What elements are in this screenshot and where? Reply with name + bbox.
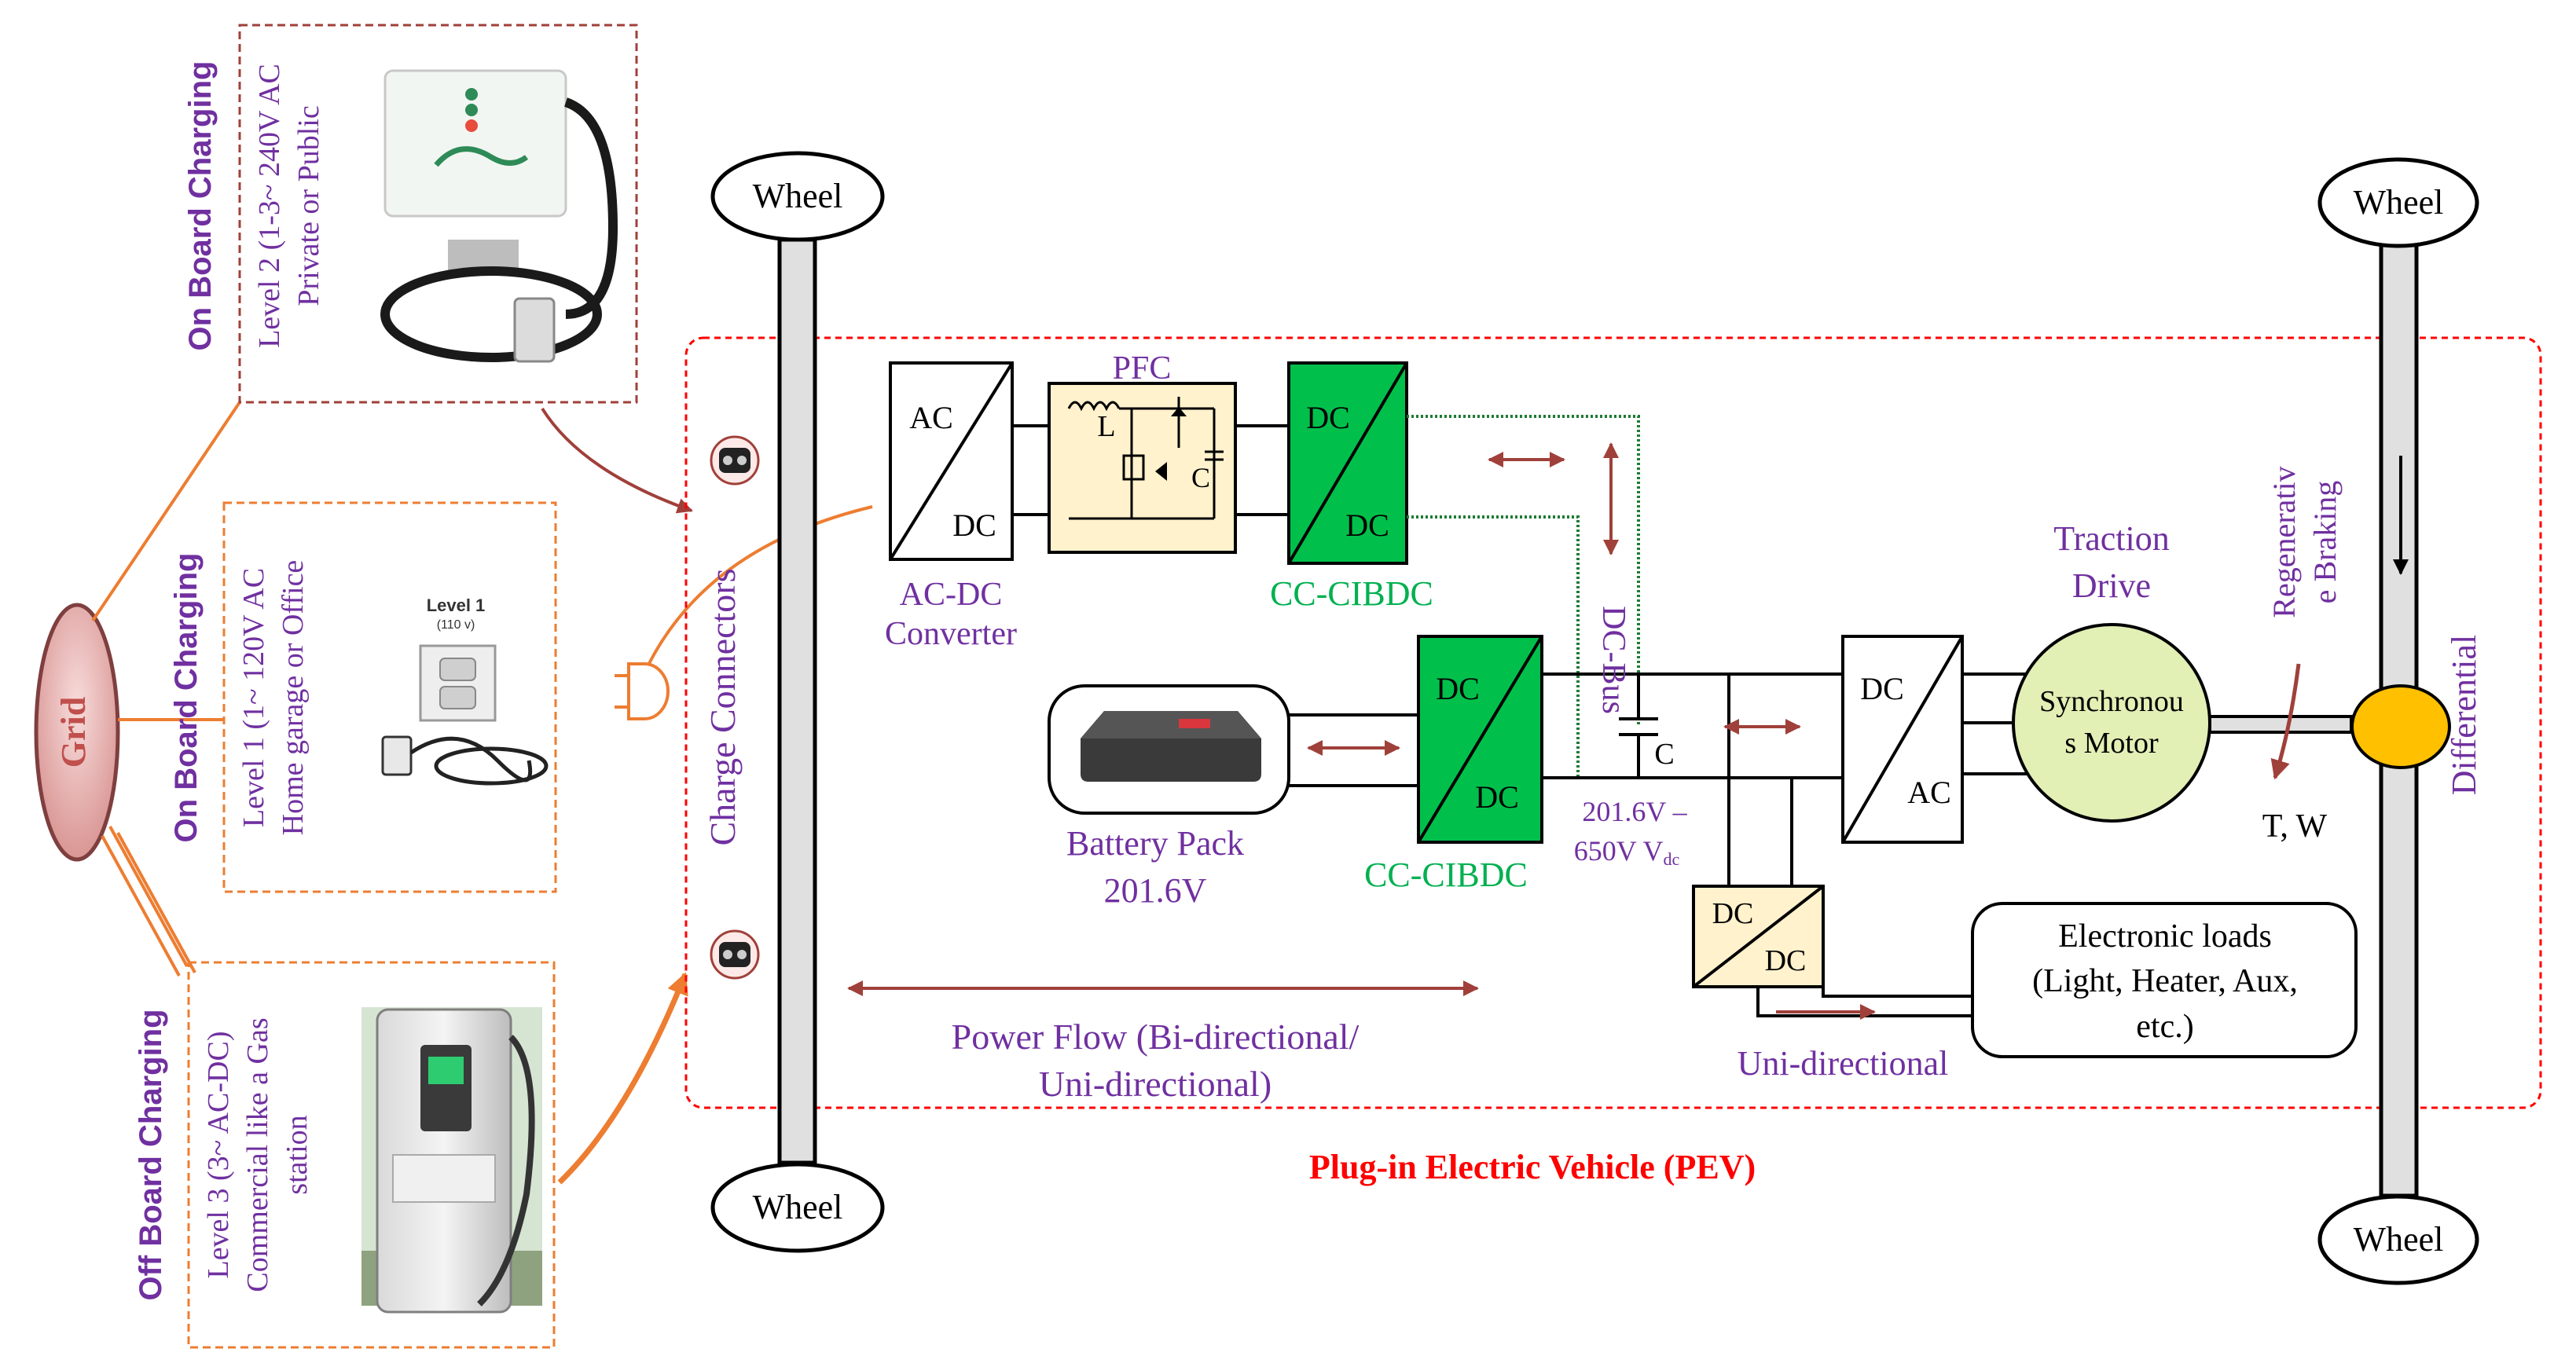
svg-text:Wheel: Wheel	[753, 177, 843, 215]
wheel-left-top: Wheel	[710, 151, 885, 242]
inverter: DC AC	[1841, 635, 1964, 844]
battery-caption-2: 201.6V	[1104, 871, 1207, 910]
ac-dc-caption-2: Converter	[885, 616, 1017, 652]
svg-text:Wheel: Wheel	[753, 1188, 843, 1226]
level3-line1: Level 3 (3~ AC-DC)	[202, 1031, 235, 1278]
wheel-right-bottom: Wheel	[2317, 1194, 2479, 1285]
svg-text:etc.): etc.)	[2136, 1009, 2193, 1045]
level3-line2: Commercial like a Gas	[241, 1017, 274, 1292]
front-end-wires	[1012, 424, 1289, 516]
level3-to-connector-arrow	[557, 972, 688, 1185]
level3-charger: Off Board Charging Level 3 (3~ AC-DC) Co…	[134, 961, 556, 1349]
level3-station-image	[361, 1007, 542, 1314]
svg-text:AC: AC	[909, 400, 953, 435]
svg-text:DC: DC	[1860, 671, 1904, 706]
level2-category: On Board Charging	[183, 61, 218, 351]
dc-bus-wires	[1542, 673, 1843, 886]
plug-icon	[615, 662, 670, 720]
traction-caption-2: Drive	[2072, 566, 2151, 605]
level1-outlet-image: Level 1 (110 v)	[381, 596, 549, 786]
level1-line1: Level 1 (1~ 120V AC	[237, 568, 270, 827]
svg-text:DC: DC	[1306, 400, 1350, 435]
level3-category: Off Board Charging	[134, 1009, 168, 1300]
level2-charger: On Board Charging Level 2 (1-3~ 240V AC …	[183, 24, 638, 404]
dc-bus-capacitor-label: C	[1654, 738, 1674, 771]
ac-dc-caption-1: AC-DC	[900, 577, 1003, 613]
wheel-left-bottom: Wheel	[710, 1162, 885, 1253]
regen-arrow	[2270, 663, 2301, 780]
svg-text:DC: DC	[1712, 897, 1754, 930]
differential-label: Differential	[2445, 635, 2483, 795]
svg-text:DC: DC	[1345, 508, 1389, 543]
level1-to-converter-cable	[635, 505, 873, 692]
pfc-capacitor-label: C	[1191, 462, 1210, 493]
level1-charger: On Board Charging Level 1 (1~ 120V AC Ho…	[169, 501, 557, 893]
grid-node: Grid	[34, 603, 120, 862]
torque-speed-label: T, W	[2262, 808, 2328, 845]
aux-dc-dc-converter: DC DC	[1692, 885, 1825, 988]
level1-category: On Board Charging	[169, 553, 204, 843]
grid-feed-lines	[91, 401, 241, 977]
pfc-inductor-label: L	[1097, 410, 1115, 443]
wheel-right-top: Wheel	[2317, 157, 2479, 248]
level2-to-connector-arrow	[541, 407, 693, 514]
level1-outlet-sub: (110 v)	[437, 618, 475, 632]
dc-bus-voltage-1: 201.6V –	[1582, 796, 1687, 827]
level1-line2: Home garage or Office	[277, 560, 310, 836]
cc-cibdc-bottom-caption: CC-CIBDC	[1364, 856, 1528, 894]
svg-text:DC: DC	[1436, 671, 1480, 706]
pfc-label: PFC	[1113, 350, 1172, 387]
aux-to-loads-wires	[1756, 953, 1972, 1017]
charge-connector-top-icon	[710, 435, 760, 486]
battery-wires	[1289, 713, 1418, 787]
pfc-block: PFC L C	[1048, 350, 1237, 554]
motor-shaft	[2208, 715, 2353, 734]
ac-dc-converter: AC DC	[889, 361, 1014, 561]
cc-cibdc-top-caption: CC-CIBDC	[1270, 574, 1433, 613]
dc-bus-label: DC-Bus	[1595, 606, 1631, 714]
level3-line3: station	[281, 1115, 314, 1194]
level2-line1: Level 2 (1-3~ 240V AC	[253, 64, 286, 348]
svg-text:Wheel: Wheel	[2354, 1220, 2444, 1259]
svg-text:DC: DC	[952, 508, 996, 543]
battery-caption-1: Battery Pack	[1066, 824, 1244, 863]
svg-text:Wheel: Wheel	[2354, 183, 2444, 222]
pev-boundary	[684, 336, 2542, 1109]
regen-line1: Regenerativ	[2266, 466, 2302, 618]
svg-text:DC: DC	[1765, 944, 1807, 977]
synchronous-motor: Synchronou s Motor	[2012, 623, 2211, 823]
top-converter-to-bus-link	[1407, 415, 1640, 778]
power-flow-line1: Power Flow (Bi-directional/	[952, 1017, 1360, 1057]
differential	[2350, 684, 2451, 769]
charge-connectors-label: Charge Connectors	[703, 568, 743, 845]
level2-line2: Private or Public	[292, 105, 325, 306]
svg-text:DC: DC	[1475, 779, 1519, 815]
electronic-loads: Electronic loads (Light, Heater, Aux, et…	[1971, 902, 2358, 1058]
svg-text:Electronic loads: Electronic loads	[2058, 918, 2272, 955]
grid-label: Grid	[54, 697, 93, 768]
svg-text:s Motor: s Motor	[2064, 727, 2159, 760]
regen-line2: e Braking	[2307, 481, 2343, 604]
uni-directional-caption: Uni-directional	[1738, 1044, 1949, 1083]
dc-bus-voltage-2: 650V Vdc	[1574, 835, 1680, 869]
pev-label: Plug-in Electric Vehicle (PEV)	[1309, 1148, 1756, 1186]
svg-text:Synchronou: Synchronou	[2039, 685, 2184, 718]
svg-text:AC: AC	[1907, 775, 1951, 810]
svg-text:(Light, Heater, Aux,: (Light, Heater, Aux,	[2032, 963, 2298, 999]
power-flow-line2: Uni-directional)	[1039, 1064, 1271, 1104]
charge-connector-bottom-icon	[710, 929, 760, 980]
cc-cibdc-top: DC DC	[1287, 361, 1408, 565]
level2-wallbox-image	[380, 69, 618, 363]
level1-outlet-title: Level 1	[427, 596, 486, 615]
traction-caption-1: Traction	[2053, 519, 2170, 558]
left-axle	[777, 237, 817, 1165]
cc-cibdc-bottom: DC DC	[1417, 635, 1543, 844]
battery-pack	[1048, 684, 1290, 815]
